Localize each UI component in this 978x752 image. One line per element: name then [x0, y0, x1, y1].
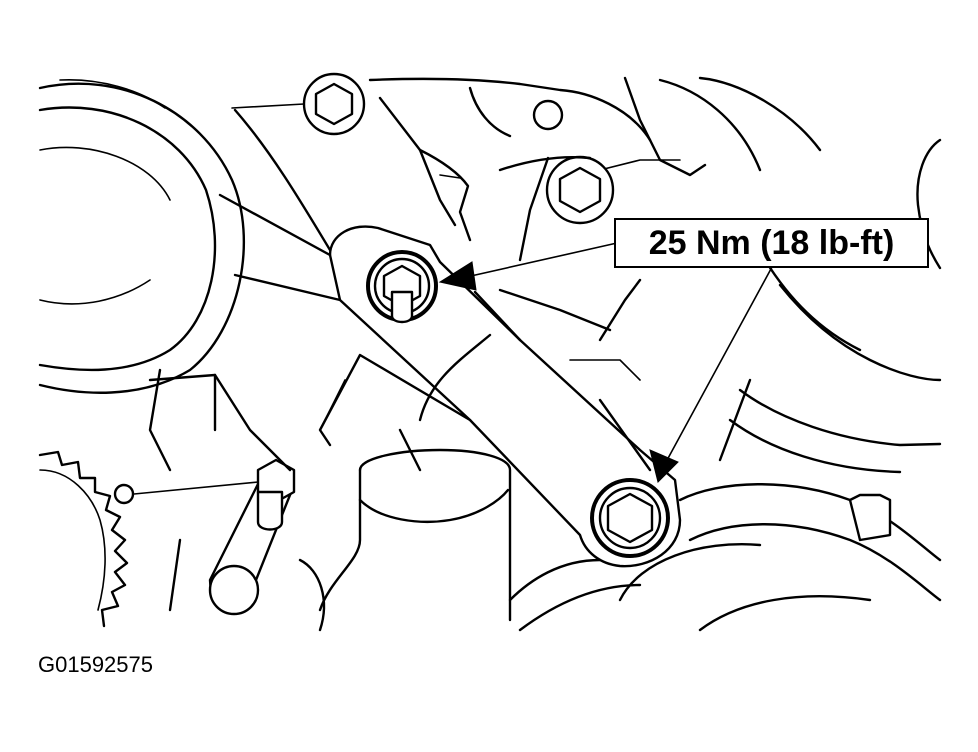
bolt-icon [231, 72, 366, 136]
gear-icon [38, 450, 135, 628]
torque-callout: 25 Nm (18 lb-ft) [614, 218, 929, 268]
engine-casting [233, 76, 822, 252]
bolt-icon [498, 155, 615, 262]
leader-arrow-bottom-icon [649, 266, 773, 483]
bracket-bolt-bottom-icon [590, 478, 670, 558]
hole-icon [532, 99, 564, 131]
lower-right-pulley-icon [598, 378, 942, 632]
torque-spec-label: 25 Nm (18 lb-ft) [648, 223, 895, 262]
bracket-bolt-top-icon [366, 250, 438, 324]
left-pulley-icon [38, 78, 245, 394]
stud-bolt-icon [133, 368, 326, 632]
leader-arrow-top-icon [438, 242, 618, 291]
figure-id-label: G01592575 [38, 652, 153, 677]
right-pulley-icon [728, 138, 942, 474]
